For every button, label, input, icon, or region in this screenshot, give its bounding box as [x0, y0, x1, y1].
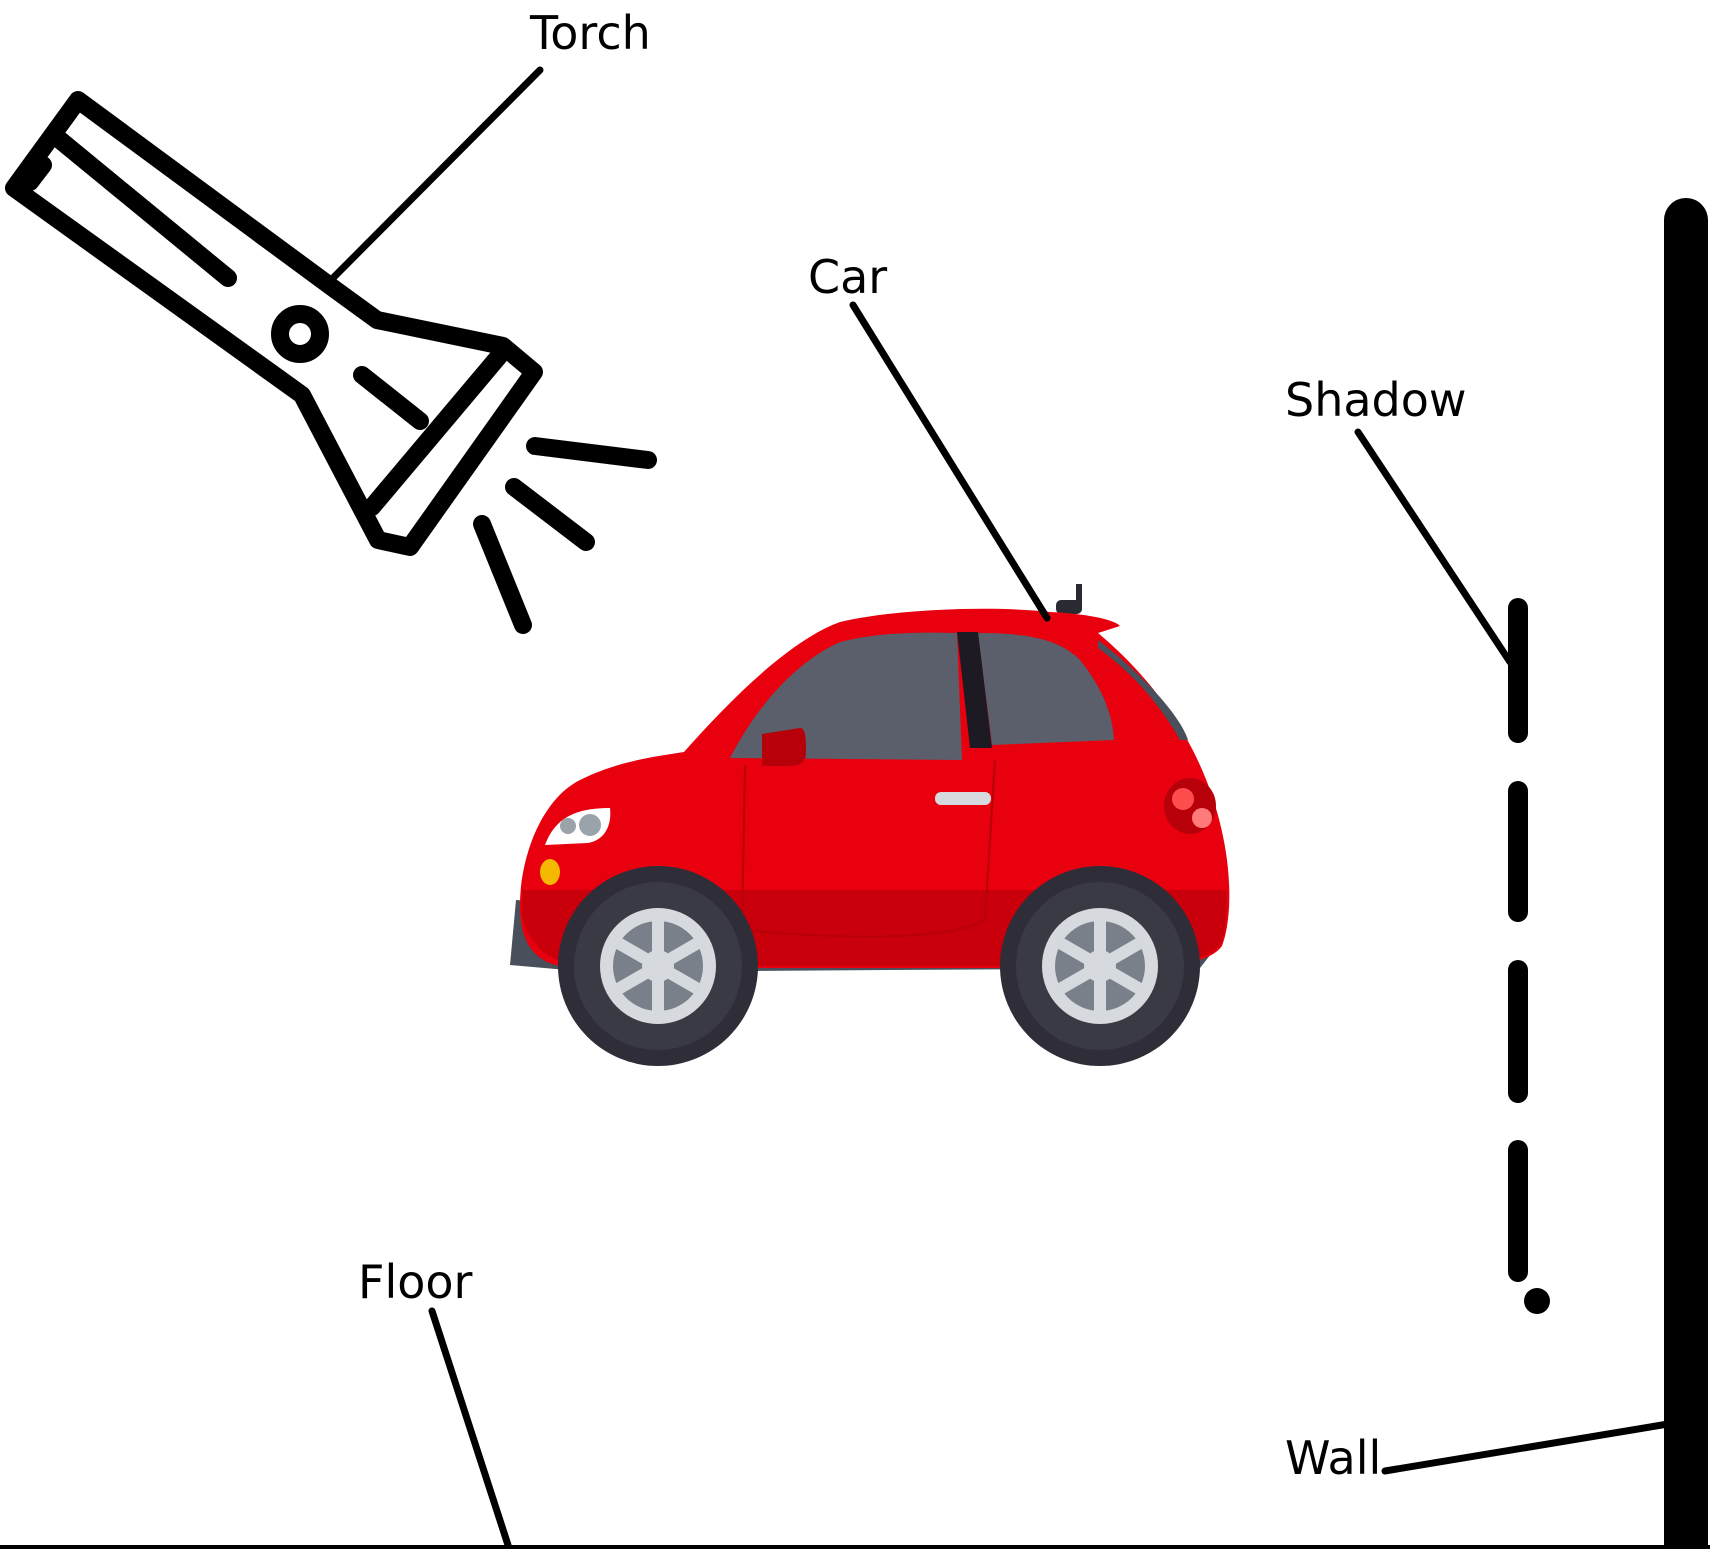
shadow-label: Shadow	[1285, 373, 1467, 427]
red-car-icon	[510, 584, 1229, 1066]
flashlight-icon	[14, 100, 648, 625]
floor	[0, 1545, 1710, 1549]
shadow-end-dot	[1524, 1288, 1550, 1314]
torch-label: Torch	[529, 6, 651, 60]
shadow-leader-line	[1358, 432, 1510, 662]
wall-leader-line	[1385, 1424, 1668, 1471]
front-wheel	[558, 866, 758, 1066]
floor-label: Floor	[358, 1255, 473, 1309]
wall-label: Wall	[1285, 1431, 1381, 1485]
floor-leader-line	[432, 1311, 508, 1545]
rear-wheel	[1000, 866, 1200, 1066]
torch-leader-line	[333, 70, 540, 278]
car-label: Car	[808, 250, 887, 304]
car-leader-line	[853, 305, 1047, 618]
